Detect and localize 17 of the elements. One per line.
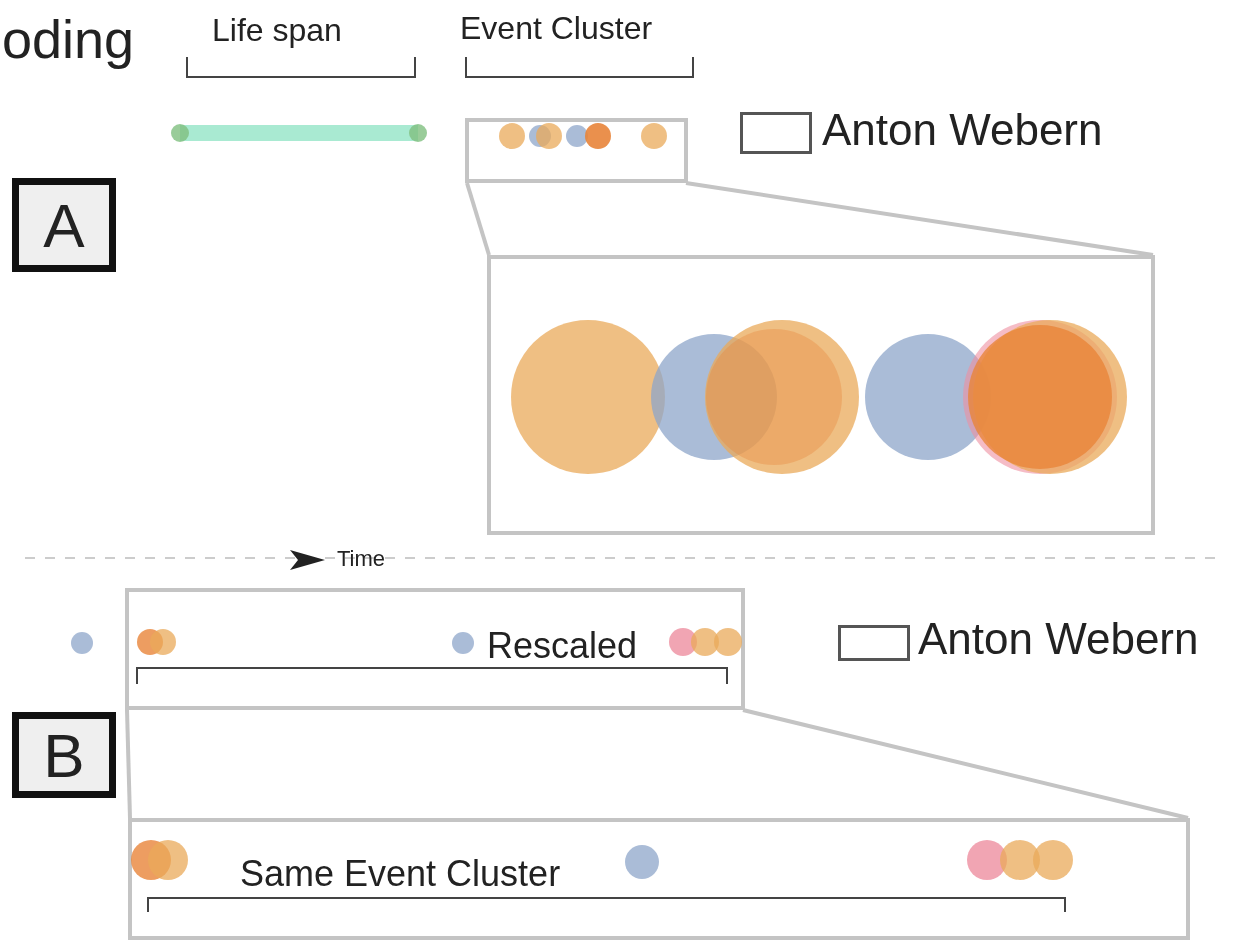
zoom-box	[487, 255, 1155, 535]
zoom-line	[742, 708, 1189, 820]
zoom-box	[465, 118, 688, 183]
zoom-line	[465, 182, 491, 256]
panel-letter: A	[12, 178, 116, 272]
span-label: Event Cluster	[460, 12, 653, 44]
panel-letter: B	[12, 712, 116, 798]
zoom-line	[125, 709, 132, 819]
box-label: Rescaled	[487, 628, 638, 664]
axis-label: Time	[337, 548, 386, 570]
zoom-box	[128, 818, 1190, 940]
span-label: Life span	[212, 14, 342, 46]
zoom-line	[685, 181, 1154, 257]
zoom-box	[125, 588, 745, 710]
legend-label: Anton Webern	[918, 617, 1199, 661]
legend-label: Anton Webern	[822, 108, 1103, 152]
box-label: Same Event Cluster	[240, 856, 561, 892]
